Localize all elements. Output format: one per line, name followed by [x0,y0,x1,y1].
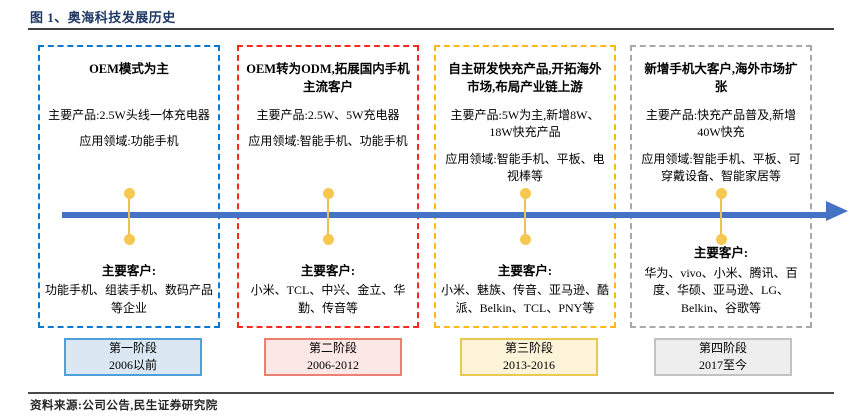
stage-box-1-top: OEM模式为主 主要产品:2.5W头线一体充电器 应用领域:功能手机 [40,47,218,151]
connector-line-1 [128,193,130,239]
stage-1-customers-block: 主要客户: 功能手机、组装手机、数码产品等企业 [44,263,214,317]
stage-box-4: 新增手机大客户,海外市场扩张 主要产品:快充产品普及,新增40W快充 应用领域:… [630,45,812,328]
stage-label-2: 第二阶段 2006-2012 [264,338,402,376]
connector-dot-bottom-2 [322,233,334,245]
connector-line-3 [524,193,526,239]
stage-1-customers: 功能手机、组装手机、数码产品等企业 [44,283,213,315]
stage-1-products: 主要产品:2.5W头线一体充电器 [48,108,210,122]
stage-3-period: 2013-2016 [503,358,555,372]
stage-3-customers-block: 主要客户: 小米、魅族、传音、亚马逊、酷派、Belkin、TCL、PNY等 [440,263,610,317]
stage-4-period: 2017至今 [698,358,747,372]
connector-dot-bottom-4 [715,233,727,245]
stage-4-name: 第四阶段 [698,340,747,355]
stage-1-period: 2006以前 [108,358,157,372]
stage-3-customers: 小米、魅族、传音、亚马逊、酷派、Belkin、TCL、PNY等 [440,283,609,315]
stage-1-title: OEM模式为主 [89,62,169,76]
stage-4-title: 新增手机大客户,海外市场扩张 [644,62,798,95]
stage-2-customers-block: 主要客户: 小米、TCL、中兴、金立、华勤、传音等 [243,263,413,317]
connector-dot-top-4 [715,187,727,199]
stage-2-products: 主要产品:2.5W、5W充电器 [256,108,400,122]
stage-4-customers-label: 主要客户: [693,246,749,261]
figure-title: 图 1、奥海科技发展历史 [30,10,176,25]
stage-4-customers: 华为、vivo、小米、腾讯、百度、华硕、亚马逊、LG、Belkin、谷歌等 [644,265,798,315]
footer-divider [28,392,834,394]
stage-3-customers-label: 主要客户: [497,263,553,278]
stage-box-2: OEM转为ODM,拓展国内手机主流客户 主要产品:2.5W、5W充电器 应用领域… [237,45,419,328]
stage-3-applications: 应用领域:智能手机、平板、电视棒等 [445,151,605,184]
stage-1-customers-label: 主要客户: [101,263,157,278]
stage-2-customers-label: 主要客户: [300,263,356,278]
stage-2-name: 第二阶段 [308,340,357,355]
stage-2-title: OEM转为ODM,拓展国内手机主流客户 [246,62,410,95]
stage-3-name: 第三阶段 [504,340,553,355]
connector-dot-top-2 [322,187,334,199]
stage-4-customers-block: 主要客户: 华为、vivo、小米、腾讯、百度、华硕、亚马逊、LG、Belkin、… [636,245,806,317]
connector-dot-bottom-1 [123,233,135,245]
stage-box-2-top: OEM转为ODM,拓展国内手机主流客户 主要产品:2.5W、5W充电器 应用领域… [239,47,417,151]
connector-dot-top-3 [519,187,531,199]
stage-1-applications: 应用领域:功能手机 [79,134,179,149]
header-divider [28,28,834,30]
timeline-arrowhead-icon [826,201,848,221]
source-note: 资料来源:公司公告,民生证券研究院 [30,400,218,412]
connector-line-4 [720,193,722,239]
stage-box-4-top: 新增手机大客户,海外市场扩张 主要产品:快充产品普及,新增40W快充 应用领域:… [632,47,810,186]
connector-dot-bottom-3 [519,233,531,245]
stage-3-products: 主要产品:5W为主,新增8W、18W快充产品 [450,108,600,140]
stage-label-1: 第一阶段 2006以前 [64,338,202,376]
stage-box-1: OEM模式为主 主要产品:2.5W头线一体充电器 应用领域:功能手机 主要客户:… [38,45,220,328]
connector-line-2 [327,193,329,239]
stage-box-3-top: 自主研发快充产品,开拓海外市场,布局产业链上游 主要产品:5W为主,新增8W、1… [436,47,614,186]
stage-label-3: 第三阶段 2013-2016 [460,338,598,376]
connector-dot-top-1 [123,187,135,199]
stage-label-4: 第四阶段 2017至今 [654,338,792,376]
stage-1-name: 第一阶段 [108,340,157,355]
stage-2-applications: 应用领域:智能手机、功能手机 [248,134,408,149]
stage-2-period: 2006-2012 [307,358,359,372]
stage-3-title: 自主研发快充产品,开拓海外市场,布局产业链上游 [448,62,602,95]
stage-4-products: 主要产品:快充产品普及,新增40W快充 [645,108,797,140]
timeline-axis [62,212,828,218]
stage-2-customers: 小米、TCL、中兴、金立、华勤、传音等 [250,283,406,315]
stage-box-3: 自主研发快充产品,开拓海外市场,布局产业链上游 主要产品:5W为主,新增8W、1… [434,45,616,328]
stage-4-applications: 应用领域:智能手机、平板、可穿戴设备、智能家居等 [641,151,801,184]
